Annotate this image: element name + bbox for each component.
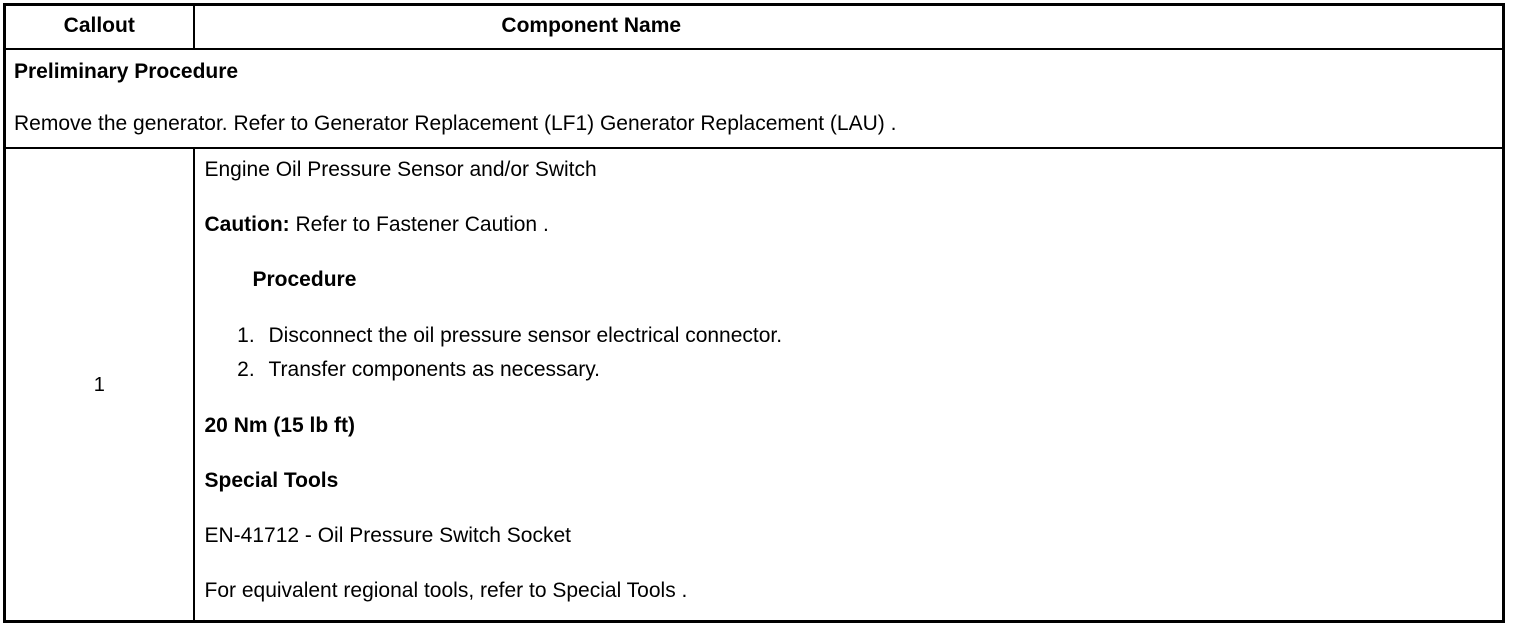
caution-label: Caution: xyxy=(204,213,290,236)
caution-note: Caution: Refer to Fastener Caution . xyxy=(205,212,1495,238)
caution-text: Refer to Fastener Caution . xyxy=(289,213,549,236)
preliminary-procedure-text: Remove the generator. Refer to Generator… xyxy=(14,112,897,135)
special-tools-note: For equivalent regional tools, refer to … xyxy=(204,579,688,602)
preliminary-procedure-row: Preliminary Procedure Remove the generat… xyxy=(3,48,1505,149)
service-procedure-table: Callout Component Name Preliminary Proce… xyxy=(3,3,1505,623)
list-item: Transfer components as necessary. xyxy=(261,353,1495,387)
special-tool-entry: EN-41712 - Oil Pressure Switch Socket xyxy=(204,524,571,547)
component-detail-cell: Engine Oil Pressure Sensor and/or Switch… xyxy=(192,147,1505,623)
preliminary-procedure-title: Preliminary Procedure xyxy=(14,60,239,83)
column-header-callout: Callout xyxy=(3,3,195,50)
component-name-text: Engine Oil Pressure Sensor and/or Switch xyxy=(204,158,597,181)
procedure-step-list: Disconnect the oil pressure sensor elect… xyxy=(205,319,1495,387)
callout-number: 1 xyxy=(3,147,195,623)
torque-specification: 20 Nm (15 lb ft) xyxy=(204,414,356,437)
table-header-row: Callout Component Name xyxy=(3,3,1505,50)
list-item: Disconnect the oil pressure sensor elect… xyxy=(261,319,1495,353)
table-row: 1 Engine Oil Pressure Sensor and/or Swit… xyxy=(3,147,1505,623)
procedure-heading: Procedure xyxy=(252,268,357,291)
special-tools-heading: Special Tools xyxy=(204,469,339,492)
column-header-component-name: Component Name xyxy=(192,3,1505,50)
preliminary-procedure-cell: Preliminary Procedure Remove the generat… xyxy=(3,48,1505,149)
